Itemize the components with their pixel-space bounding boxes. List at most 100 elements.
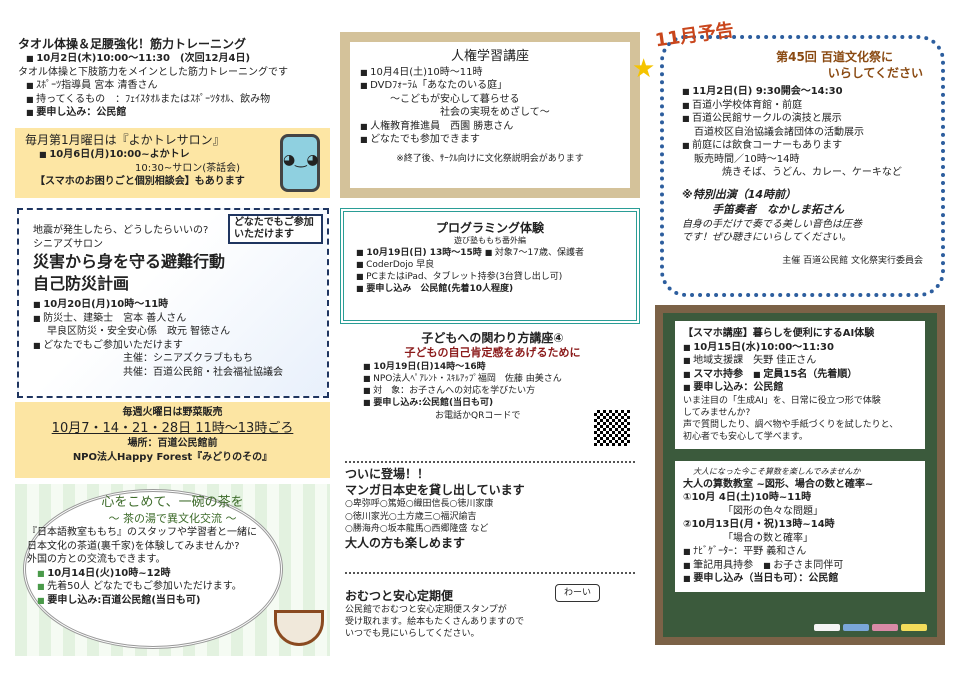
fest-desc1: 自身の手だけで奏でる美しい音色は圧巻	[682, 218, 862, 230]
divider	[345, 461, 635, 463]
salon-date: 10月6日(月)10:00~よかトレ	[39, 148, 320, 162]
fest-food: 前庭には飲食コーナーもあります	[682, 139, 923, 153]
salon-time2: 10:30~サロン(茶話会)	[135, 162, 240, 174]
fest-menu: 焼きそば、うどん、カレー、ケーキなど	[722, 167, 902, 179]
disaster-section: どなたでもご参加いただけます 地震が発生したら、どうしたらいいの? シニアズサロ…	[17, 208, 329, 398]
math-s1-topic: 「図形の色々な問題」	[723, 505, 823, 517]
rights-sub1: ～こどもが安心して暮らせる	[390, 93, 520, 105]
veg-place: 場所：百道公民館前	[127, 438, 218, 450]
tea-ceremony-section: 心をこめて、一碗の茶を ～ 茶の湯で異文化交流 ～ 『日本語教室ももち』のスタッ…	[15, 484, 330, 656]
rights-speaker: 人権教育推進員 西園 勝恵さん	[360, 120, 620, 134]
disaster-date: 10月20日(月)10時～11時	[33, 298, 313, 312]
qr-code[interactable]	[594, 410, 630, 446]
prog-apply: 要申し込み 公民館(先着10人程度)	[356, 283, 624, 295]
fest-sale: 販売時間／10時～14時	[694, 153, 800, 165]
tea-title: 心をこめて、一碗の茶を	[101, 495, 244, 510]
disaster-host: 主催：シニアズクラブももち	[123, 353, 253, 365]
tea-date: 10月14日(火)10時~12時	[37, 567, 308, 581]
disaster-speaker2: 早良区防災・安全安心係 政元 智徳さん	[47, 326, 231, 338]
prog-target: 対象7～17歳、保護者	[485, 248, 584, 258]
blackboard: 【スマホ講座】暮らしを便利にするAI体験 10月15日(水)10:00～11:3…	[655, 305, 945, 645]
child-speaker: NPO法人ﾍﾟｱﾚﾝﾄ・ｽｷﾙｱｯﾌﾟ福岡 佐藤 由美さん	[363, 373, 640, 385]
math-bring: 筆記用具持参	[683, 560, 753, 571]
math-class-card: 大人になった今こそ算数を楽しんでみませんか 大人の算数教室 ~図形、場合の数と確…	[675, 461, 925, 592]
prog-bring: PCまたはiPad、タブレット持参(3台貸し出し可)	[356, 271, 624, 283]
math-s1: ①10月 4日(土)10時~11時	[683, 492, 812, 504]
speech-bubble: わーい	[554, 584, 600, 603]
math-apply: 要申し込み（当日も可）：公民館	[683, 572, 917, 586]
chalk-piece	[814, 624, 840, 631]
prog-date: 10月19日(日) 13時～15時	[356, 248, 482, 258]
smartphone-icon: ◕‿◕	[280, 134, 320, 192]
tea-desc1: 『日本語教室ももち』のスタッフや学習者と一緒に	[27, 527, 257, 539]
rights-title: 人権学習講座	[450, 49, 529, 64]
ai-date: 10月15日(水)10:00～11:30	[683, 341, 917, 355]
manga-adult: 大人の方も楽しめます	[345, 535, 466, 550]
omutsu-desc2: 受け取れます。絵本もたくさんありますので	[345, 617, 525, 628]
tea-apply: 要申し込み:百道公民館(当日も可)	[37, 594, 308, 608]
math-child: お子さま同伴可	[763, 560, 843, 571]
chalk-set	[814, 624, 927, 631]
salon-note: 【スマホのお困りごと個別相談会】もあります	[35, 176, 245, 188]
rights-open: どなたでも参加できます	[360, 133, 620, 147]
manga-title1: ついに登場！！	[345, 467, 430, 481]
towel-instructor: ｽﾎﾟｰﾂ指導員 宮本 清香さん	[26, 79, 328, 93]
chalk-piece	[872, 624, 898, 631]
omutsu-desc1: 公民館でおむつと安心定期便スタンプが	[345, 605, 507, 616]
disaster-speaker1: 防災士、建築士 宮本 善人さん	[33, 312, 313, 326]
rights-sub2: 社会の実現をめざして～	[440, 107, 550, 119]
towel-title: タオル体操＆足腰強化！筋力トレーニング	[18, 37, 247, 51]
math-title: 大人の算数教室 ~図形、場合の数と確率~	[683, 478, 874, 490]
star-icon: ★	[632, 54, 656, 84]
manga-list1: ○卑弥呼○篤姫○織田信長○徳川家康	[345, 499, 494, 510]
towel-date: 10月2日(木)10:00～11:30 (次回12月4日)	[26, 52, 328, 66]
child-sub: 子どもの自己肯定感をあげるために	[404, 346, 581, 360]
chalk-piece	[901, 624, 927, 631]
salon-title: 毎月第1月曜日は『よかトレサロン』	[25, 133, 225, 147]
ai-desc4: 初心者でも安心して学べます。	[683, 431, 808, 442]
child-target: 対 象：お子さんへの対応を学びたい方	[363, 385, 640, 397]
veg-dates: 10月7・14・21・28日 11時～13時ごろ	[51, 420, 294, 436]
fest-title1: 第45回 百道文化祭に	[776, 50, 893, 64]
ai-desc3: 声で質問したり、調べ物や手紙づくりを試したりと、	[683, 419, 899, 430]
towel-apply: 要申し込み：公民館	[26, 106, 328, 120]
child-parenting-section: 子どもへの関わり方講座④ 子どもの自己肯定感をあげるために 10月19日(日)1…	[345, 330, 640, 446]
child-contact: お電話かQRコードで	[435, 410, 521, 421]
fest-title2: いらしてください	[827, 66, 923, 81]
disaster-title1: 災害から身を守る避難行動	[33, 252, 226, 271]
disaster-lead: 地震が発生したら、どうしたらいいの?	[33, 225, 209, 236]
veg-org: NPO法人Happy Forest『みどりのその』	[72, 451, 273, 463]
ai-desc1: いま注目の「生成AI」を、日常に役立つ形で体験	[683, 395, 881, 406]
manga-history-section: ついに登場！！ マンガ日本史を貸し出しています ○卑弥呼○篤姫○織田信長○徳川家…	[345, 466, 640, 551]
ai-cap: 定員15名（先着順）	[753, 369, 857, 380]
fest-performer: 手笛奏者 なかしま拓さん	[712, 202, 844, 216]
ai-apply: 要申し込み：公民館	[683, 381, 917, 395]
fest-show1: 百道公民館サークルの演技と展示	[682, 112, 923, 126]
prog-title: プログラミング体験	[435, 221, 544, 235]
tea-sub: ～ 茶の湯で異文化交流 ～	[108, 511, 237, 525]
veg-title: 毎週火曜日は野菜販売	[122, 407, 223, 418]
disaster-sub: シニアズサロン	[33, 238, 103, 250]
math-nav: ﾅﾋﾞｹﾞｰﾀｰ：平野 義和さん	[683, 545, 917, 559]
rights-dvd: DVDﾌｫｰﾗﾑ「あなたのいる庭」	[360, 79, 620, 93]
divider	[345, 572, 635, 574]
math-lead: 大人になった今こそ算数を楽しんでみませんか	[693, 467, 861, 477]
programming-section: プログラミング体験 遊び塾ももち番外編 10月19日(日) 13時～15時 対象…	[340, 208, 640, 324]
ai-course-card: 【スマホ講座】暮らしを便利にするAI体験 10月15日(水)10:00～11:3…	[675, 321, 925, 450]
child-title: 子どもへの関わり方講座④	[421, 331, 564, 345]
manga-title2: マンガ日本史を貸し出しています	[345, 483, 525, 498]
vegetable-sale-section: 毎週火曜日は野菜販売 10月7・14・21・28日 11時～13時ごろ 場所：百…	[15, 402, 330, 478]
tea-cap: 先着50人 どなたでもご参加いただけます。	[37, 580, 308, 594]
tea-desc3: 外国の方との交流もできます。	[27, 554, 166, 566]
tea-bowl-icon	[274, 610, 324, 646]
towel-desc: タオル体操と下肢筋力をメインとした筋力トレーニングです	[18, 66, 288, 78]
omutsu-desc3: いつでも見にいらしてください。	[345, 629, 480, 640]
fest-host: 主催 百道公民館 文化祭実行委員会	[782, 255, 923, 266]
child-apply: 要申し込み:公民館(当日も可)	[363, 397, 640, 409]
ai-title: 【スマホ講座】暮らしを便利にするAI体験	[683, 328, 875, 339]
chalk-piece	[843, 624, 869, 631]
prog-org: CoderDojo 早良	[356, 259, 624, 271]
math-s2: ②10月13日(月・祝)13時~14時	[683, 519, 835, 531]
human-rights-section: 人権学習講座 10月4日(土)10時～11時 DVDﾌｫｰﾗﾑ「あなたのいる庭」…	[340, 32, 640, 198]
disaster-title2: 自己防災計画	[33, 273, 130, 293]
